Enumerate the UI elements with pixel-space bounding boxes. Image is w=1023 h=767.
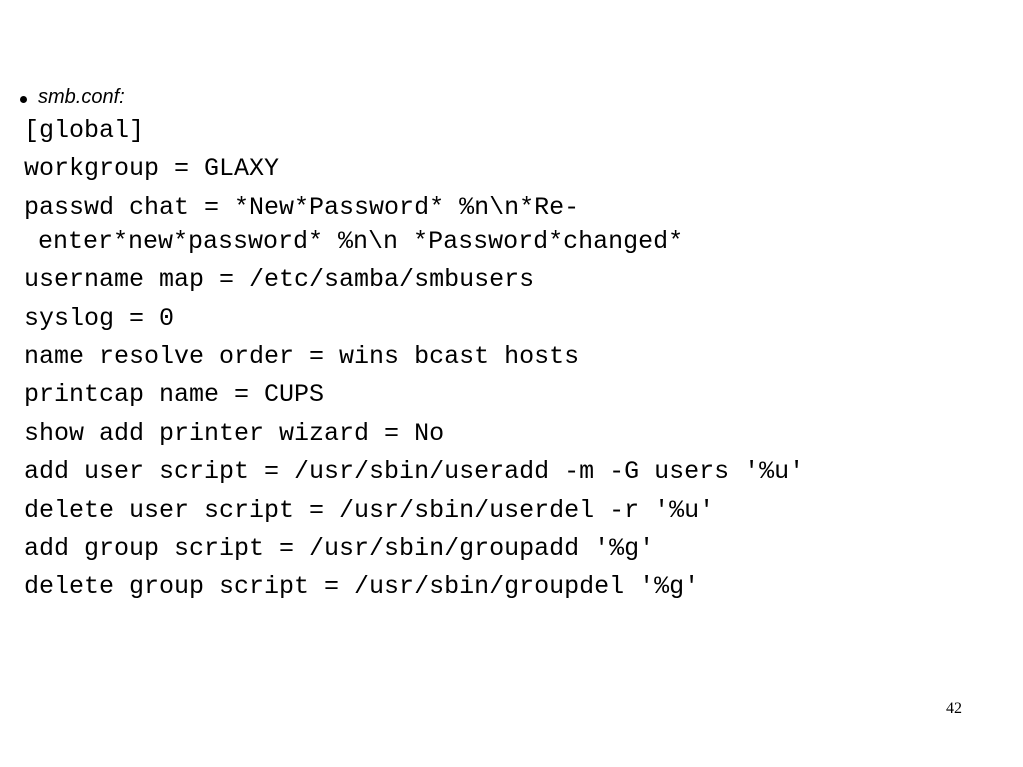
code-line: syslog = 0 — [24, 302, 1014, 336]
page-number: 42 — [946, 700, 962, 717]
code-line-text: add user script = /usr/sbin/useradd -m -… — [24, 457, 805, 487]
code-line-text: printcap name = CUPS — [24, 380, 325, 410]
code-line-text: add group script = /usr/sbin/groupadd '%… — [24, 533, 655, 563]
bullet-icon — [20, 95, 27, 103]
code-line-text: delete group script = /usr/sbin/groupdel… — [24, 572, 700, 602]
code-line-text: [global] — [24, 116, 145, 145]
code-line-text: name resolve order = wins bcast hosts — [24, 341, 580, 371]
code-line: workgroup = GLAXY — [24, 152, 1014, 186]
code-line: name resolve order = wins bcast hosts — [24, 340, 1014, 374]
code-line: username map = /etc/samba/smbusers — [24, 263, 1014, 297]
code-line-continuation: enter*new*password* %n\n *Password*chang… — [38, 226, 684, 256]
heading-label: smb.conf: — [38, 85, 125, 108]
code-line: delete group script = /usr/sbin/groupdel… — [24, 570, 1014, 604]
code-line: printcap name = CUPS — [24, 378, 1014, 412]
code-line: delete user script = /usr/sbin/userdel -… — [24, 494, 1014, 528]
slide-heading: smb.conf: — [20, 84, 125, 110]
code-line-text: show add printer wizard = No — [24, 418, 445, 448]
code-line-text: username map = /etc/samba/smbusers — [24, 265, 535, 295]
config-code-block: [global] workgroup = GLAXY passwd chat = *… — [24, 114, 1014, 609]
code-line: add group script = /usr/sbin/groupadd '%… — [24, 532, 1014, 566]
code-line-text: workgroup = GLAXY — [24, 154, 280, 184]
code-line: show add printer wizard = No — [24, 417, 1014, 451]
code-line-text: syslog = 0 — [24, 303, 175, 333]
code-line: add user script = /usr/sbin/useradd -m -… — [24, 455, 1014, 489]
code-line-text: passwd chat = *New*Password* %n\n*Re- — [24, 192, 580, 222]
code-line-text: delete user script = /usr/sbin/userdel -… — [24, 495, 715, 525]
code-line: passwd chat = *New*Password* %n\n*Re-ent… — [24, 191, 1014, 259]
code-line: [global] — [24, 114, 1014, 148]
